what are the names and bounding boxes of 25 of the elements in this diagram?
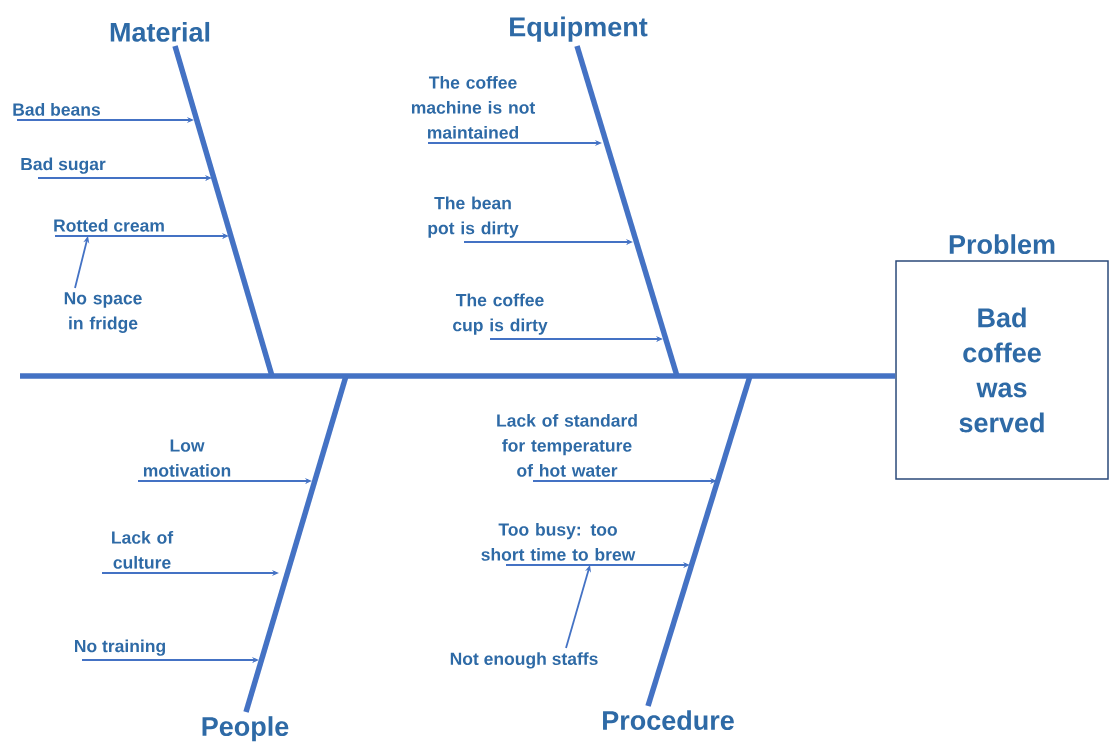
cause-label: No training [75,639,165,656]
bone-line [243,375,349,713]
category-label: Material [110,21,210,42]
cause-label: Not enough staffs [450,652,598,669]
cause-label: No space in fridge [64,292,142,333]
spine-line [20,373,896,379]
category-label: People [202,716,289,742]
cause-label: Rotted cream [54,218,164,232]
category-label: Procedure [603,710,734,731]
bone-line [645,375,753,707]
cause-label: Lack of standard for temperature of hot water [497,413,637,477]
problem-box: Bad coffee was served [895,260,1109,480]
cause-label: Too busy: too short time to brew [481,522,636,561]
heading-label: Problem [949,234,1055,255]
arrow [565,565,591,649]
cause-label: The coffee cup is dirty [453,293,548,335]
cause-label: Lack of culture [112,530,174,569]
cause-label: Bad beans [13,102,100,116]
bone-line [172,45,275,377]
bone-line [574,45,680,377]
cause-label: The bean pot is dirty [428,196,519,238]
category-label: Equipment [510,16,648,42]
cause-label: Bad sugar [21,157,106,174]
cause-label: The coffee machine is not maintained [411,75,535,139]
cause-label: Low motivation [143,439,231,477]
